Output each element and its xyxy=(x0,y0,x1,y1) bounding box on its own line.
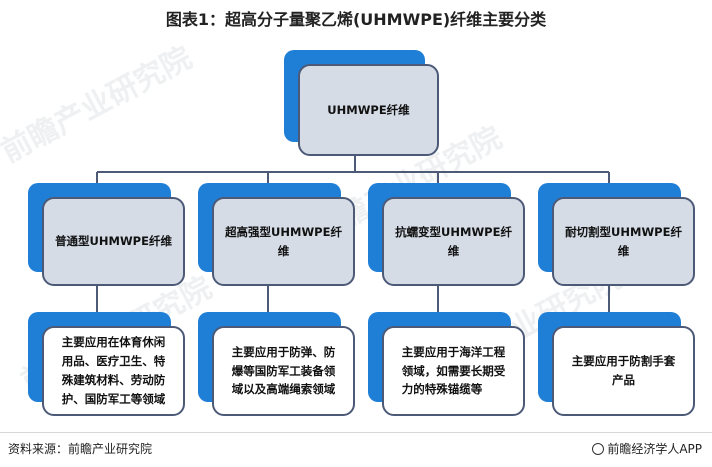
desc-text: 主要应用于海洋工程 领域，如需要长期受 力的特殊锚缆等 xyxy=(382,326,525,416)
desc-line: 主要应用在体育休闲 xyxy=(61,335,166,350)
source-note: 资料来源：前瞻产业研究院 xyxy=(8,442,153,456)
desc-line: 爆等国防军工装备领 xyxy=(231,363,336,378)
desc-line: 域以及高端绳索领域 xyxy=(231,382,336,397)
desc-line: 领域，如需要长期受 xyxy=(401,363,506,378)
category-label: 普通型UHMWPE纤维 xyxy=(42,197,185,286)
desc-node-cut-resistant: 主要应用于防割手套 产品 xyxy=(538,312,695,416)
desc-node-creep-resistant: 主要应用于海洋工程 领域，如需要长期受 力的特殊锚缆等 xyxy=(368,312,525,416)
desc-text: 主要应用于防割手套 产品 xyxy=(552,326,695,416)
root-node: UHMWPE纤维 xyxy=(284,50,439,156)
footer-divider xyxy=(0,432,712,433)
desc-line: 用品、医疗卫生、特 xyxy=(61,354,166,369)
desc-line: 主要应用于防弹、防 xyxy=(231,344,336,359)
category-node-ultra-high-strength: 超高强型UHMWPE纤维 xyxy=(198,183,355,286)
category-label: 耐切割型UHMWPE纤维 xyxy=(552,197,695,286)
desc-line: 主要应用于海洋工程 xyxy=(401,344,506,359)
category-node-ordinary: 普通型UHMWPE纤维 xyxy=(28,183,185,286)
desc-line: 产品 xyxy=(612,373,635,387)
brand-logo-icon xyxy=(592,443,605,455)
desc-line: 护、国防军工等领域 xyxy=(61,391,166,406)
category-node-creep-resistant: 抗蠕变型UHMWPE纤维 xyxy=(368,183,525,286)
desc-text: 主要应用于防弹、防 爆等国防军工装备领 域以及高端绳索领域 xyxy=(212,326,355,416)
desc-line: 殊建筑材料、劳动防 xyxy=(61,373,166,387)
category-node-cut-resistant: 耐切割型UHMWPE纤维 xyxy=(538,183,695,286)
desc-node-ordinary: 主要应用在体育休闲 用品、医疗卫生、特 殊建筑材料、劳动防 护、国防军工等领域 xyxy=(28,312,185,416)
desc-text: 主要应用在体育休闲 用品、医疗卫生、特 殊建筑材料、劳动防 护、国防军工等领域 xyxy=(42,326,185,416)
category-label: 抗蠕变型UHMWPE纤维 xyxy=(382,197,525,286)
category-label: 超高强型UHMWPE纤维 xyxy=(212,197,355,286)
diagram-title: 图表1：超高分子量聚乙烯(UHMWPE)纤维主要分类 xyxy=(165,10,547,29)
desc-line: 主要应用于防割手套 xyxy=(571,354,676,369)
desc-node-ultra-high-strength: 主要应用于防弹、防 爆等国防军工装备领 域以及高端绳索领域 xyxy=(198,312,355,416)
desc-line: 力的特殊锚缆等 xyxy=(401,382,483,397)
brand-note: 前瞻经济学人APP xyxy=(592,440,702,457)
brand-text: 前瞻经济学人APP xyxy=(607,442,702,456)
root-node-label: UHMWPE纤维 xyxy=(298,64,439,156)
